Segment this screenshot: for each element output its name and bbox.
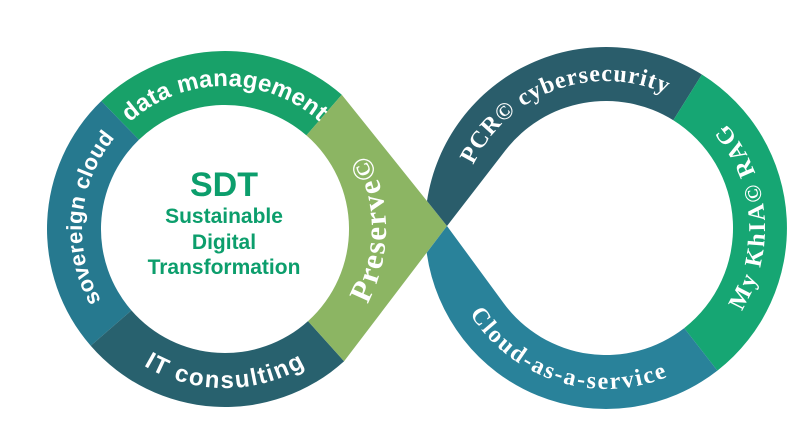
segment-my-khia-rag xyxy=(673,74,787,371)
center-line-1: Sustainable xyxy=(165,205,283,228)
segment-pcr-cybersecurity xyxy=(427,46,702,226)
center-line-2: Digital xyxy=(192,231,256,254)
center-line-3: Transformation xyxy=(148,256,301,279)
center-label-group: SDT Sustainable Digital Transformation xyxy=(148,166,301,279)
center-acronym: SDT xyxy=(190,166,258,204)
segment-sovereign-cloud xyxy=(47,101,139,346)
label-cloud-as-a-service-text: Cloud-as-a-service xyxy=(465,302,670,395)
segment-data-management xyxy=(101,51,342,140)
segment-preserve xyxy=(306,94,447,362)
segment-cloud-as-a-service xyxy=(426,226,718,409)
segment-it-consulting xyxy=(90,310,345,407)
label-cloud-as-a-service: Cloud-as-a-service xyxy=(465,302,671,395)
